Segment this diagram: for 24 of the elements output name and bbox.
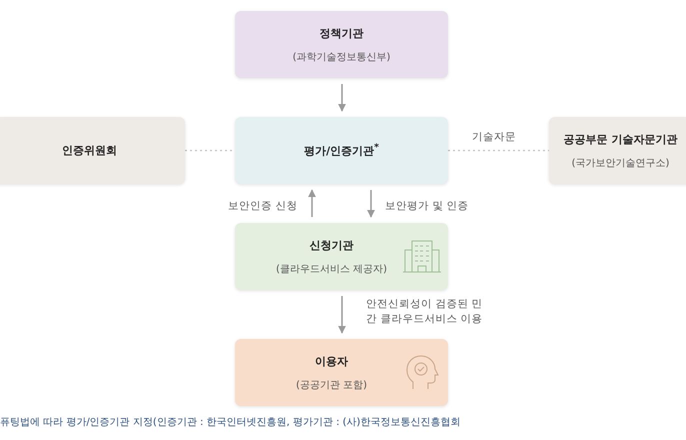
organization-title: 인증위원회 [62,143,117,158]
organization-title: 공공부문 기술자문기관 [564,132,678,146]
organization-box [549,117,686,184]
organization-box [235,117,448,184]
organization-subtitle: (공공기관 포함) [296,378,367,392]
organization-box [0,117,185,184]
organization-box [235,339,448,406]
dotted-line [448,150,549,152]
arrow [367,190,375,218]
organization-subtitle: (과학기술정보통신부) [292,50,390,64]
organization-box [235,11,448,78]
edge-label: 안전신뢰성이 검증된 민간 클라우드서비스 이용 [366,297,484,328]
footnote: 퓨팅법에 따라 평가/인증기관 지정(인증기관 : 한국인터넷진흥원, 평가기관 : (사)한국정보통신진흥협회 [0,416,460,429]
arrow [338,84,346,112]
organization-subtitle: (국가보안기술연구소) [572,156,670,170]
organization-title: 정책기관 [320,26,364,40]
arrow [338,296,346,334]
organization-title: 신청기관 [310,238,354,252]
organization-title: 평가/인증기관$^{*}$ [304,142,379,159]
organization-box [235,223,448,290]
arrow [308,189,316,217]
organization-title: 이용자 [315,354,348,368]
organization-subtitle: (클라우드서비스 제공자) [276,262,387,276]
dotted-line [185,150,235,152]
